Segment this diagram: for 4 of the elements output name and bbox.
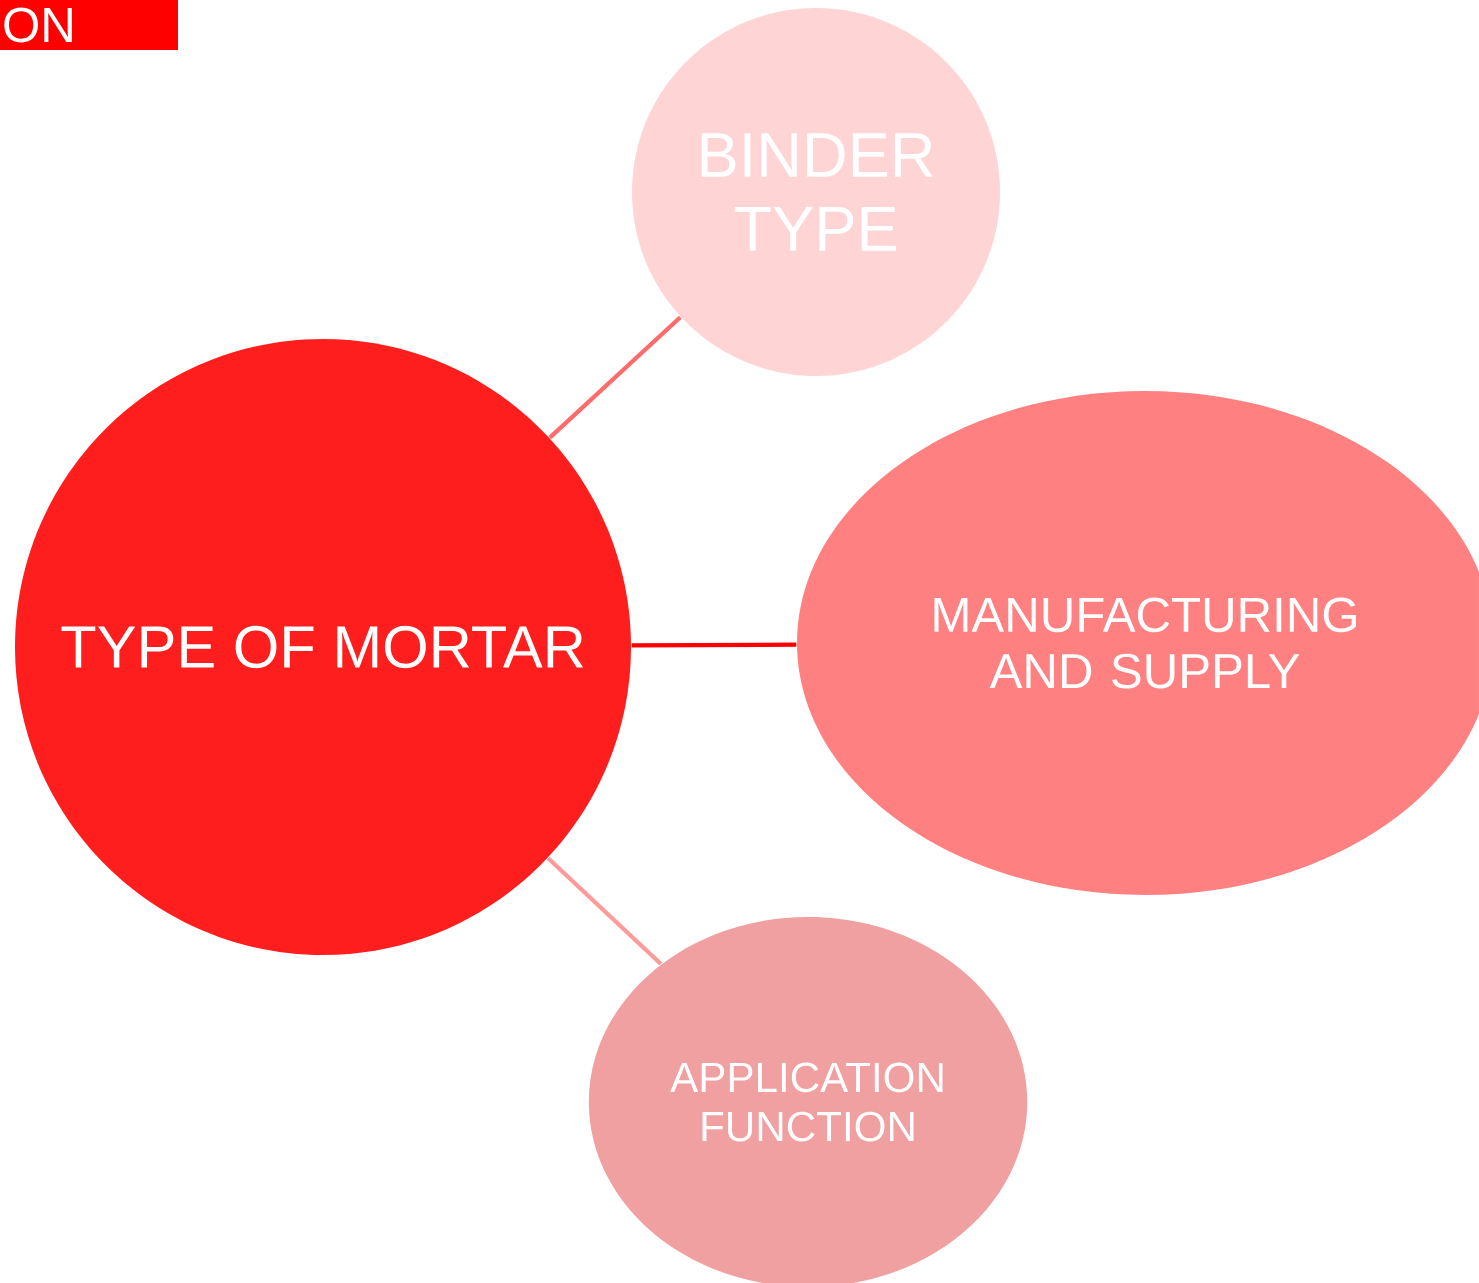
connector-line xyxy=(548,315,682,440)
connector-line xyxy=(546,856,663,966)
connector-line xyxy=(631,642,797,648)
title-banner: ON xyxy=(0,0,178,50)
